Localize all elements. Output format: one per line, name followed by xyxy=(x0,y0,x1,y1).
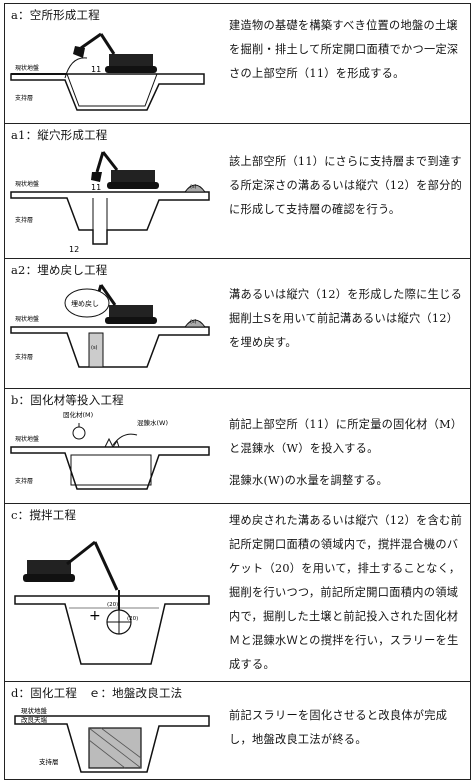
section-text: 前記スラリーを固化させると改良体が完成し，地盤改良工法が終る。 xyxy=(229,709,448,746)
layer-label: 支持層 xyxy=(15,216,33,224)
section-a1: a1：縦穴形成工程 現状地盤 支持層 11 12 (s) 該上部空所（11）にさ… xyxy=(5,124,470,259)
process-table: a：空所形成工程 現状地盤 支持層 11 建造物の基礎を構築すべき位置の地盤の土… xyxy=(4,3,471,780)
section-b: b：固化材等投入工程 現状地盤 支持層 固化材(M) 混錬水(W) 前記上部空所… xyxy=(5,389,470,504)
ref-label: 11 xyxy=(91,183,101,192)
soil-label: (s) xyxy=(190,319,197,325)
ref2-label: 12 xyxy=(69,245,79,254)
top-label: 改良天端 xyxy=(21,715,48,724)
figure-backfill: 現状地盤 支持層 埋め戻し (s) (s) xyxy=(10,284,210,368)
ground-label: 現状地盤 xyxy=(21,706,48,715)
section-label: b：固化材等投入工程 xyxy=(11,393,124,407)
ground-label: 現状地盤 xyxy=(15,315,39,323)
bucket-label: (20) xyxy=(107,602,118,608)
section-text: 埋め戻された溝あるいは縦穴（12）を含む前記所定開口面積の領域内で，撹拌混合機の… xyxy=(229,514,463,671)
section-text: 該上部空所（11）にさらに支持層まで到達する所定深さの溝あるいは縦穴（12）を部… xyxy=(229,155,463,216)
bubble-label: 埋め戻し xyxy=(71,299,99,308)
inner-label: (s) xyxy=(91,345,98,351)
section-d-e: d：固化工程 ｅ：地盤改良工法 現状地盤 改良天端 支持層 前記スラリーを固化さ… xyxy=(5,682,470,781)
ground-label: 現状地盤 xyxy=(15,64,39,72)
section-label: a：空所形成工程 xyxy=(11,8,100,22)
layer-label: 支持層 xyxy=(39,757,59,766)
section-a2: a2：埋め戻し工程 現状地盤 支持層 埋め戻し (s) (s) 溝あるいは縦穴（… xyxy=(5,259,470,389)
section-text: 溝あるいは縦穴（12）を形成した際に生じる掘削土Sを用いて前記溝あるいは縦穴（1… xyxy=(229,288,463,349)
water-label: 混錬水(W) xyxy=(137,418,168,427)
layer-label: 支持層 xyxy=(15,353,33,361)
layer-label: 支持層 xyxy=(15,477,33,485)
layer-label: 支持層 xyxy=(15,94,33,102)
section-label: d：固化工程 ｅ：地盤改良工法 xyxy=(11,686,183,700)
section-text: 前記上部空所（11）に所定量の固化材（M）と混錬水（W）を投入する。 混錬水(W… xyxy=(229,418,463,487)
section-c: c：撹拌工程 + (20) (20) 埋め戻された溝あるいは縦穴（12）を含む前… xyxy=(5,504,470,682)
section-a: a：空所形成工程 現状地盤 支持層 11 建造物の基礎を構築すべき位置の地盤の土… xyxy=(5,4,470,124)
figure-mixing: + (20) (20) xyxy=(14,540,210,665)
inner-label: (20) xyxy=(127,616,138,622)
soil-label: (s) xyxy=(190,184,197,190)
figure-material-input: 現状地盤 支持層 固化材(M) 混錬水(W) xyxy=(10,410,210,490)
section-label: a2：埋め戻し工程 xyxy=(11,263,108,277)
ground-label: 現状地盤 xyxy=(15,180,39,188)
ground-label: 現状地盤 xyxy=(15,435,39,443)
figure-excavation: 現状地盤 支持層 11 xyxy=(10,32,205,111)
section-label: c：撹拌工程 xyxy=(11,508,77,522)
ref-label: 11 xyxy=(91,65,101,74)
section-label: a1：縦穴形成工程 xyxy=(11,128,108,142)
figure-solidify: 現状地盤 改良天端 支持層 xyxy=(14,706,210,773)
agent-label: 固化材(M) xyxy=(63,410,93,419)
figure-shaft: 現状地盤 支持層 11 12 (s) xyxy=(10,151,210,254)
plus-mark: + xyxy=(89,608,101,624)
section-text: 建造物の基礎を構築すべき位置の地盤の土壌を掘削・排土して所定開口面積でかつ一定深… xyxy=(229,19,459,80)
